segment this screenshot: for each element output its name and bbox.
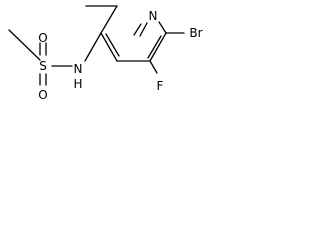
bond-c2-n1 xyxy=(139,22,148,37)
atom-oxygen-top: O xyxy=(38,31,47,45)
bond-c3-c2 xyxy=(100,5,118,34)
bond-c6-c5 xyxy=(149,32,167,62)
bond-c6-c5-inner xyxy=(147,35,162,59)
bond-n1-c6 xyxy=(158,21,167,34)
bond-c5-f xyxy=(149,60,158,74)
atom-oxygen-bottom: O xyxy=(38,88,47,102)
bond-c4-c3 xyxy=(100,32,118,62)
atom-fluorine: F xyxy=(157,79,164,93)
atom-amide-hydrogen: H xyxy=(73,77,82,91)
bond-c3-nh xyxy=(84,32,102,62)
chemical-structure: N Br F N H S O O xyxy=(8,5,203,102)
atom-bromine: Br xyxy=(189,26,202,40)
bond-c2-n1-inner xyxy=(133,23,142,36)
atom-sulfur: S xyxy=(39,59,47,73)
atom-amide-nitrogen: N xyxy=(74,62,83,76)
bond-s-methyl xyxy=(8,29,41,61)
bond-c4-c3-inner xyxy=(105,33,120,57)
atom-ring-nitrogen: N xyxy=(149,9,158,23)
